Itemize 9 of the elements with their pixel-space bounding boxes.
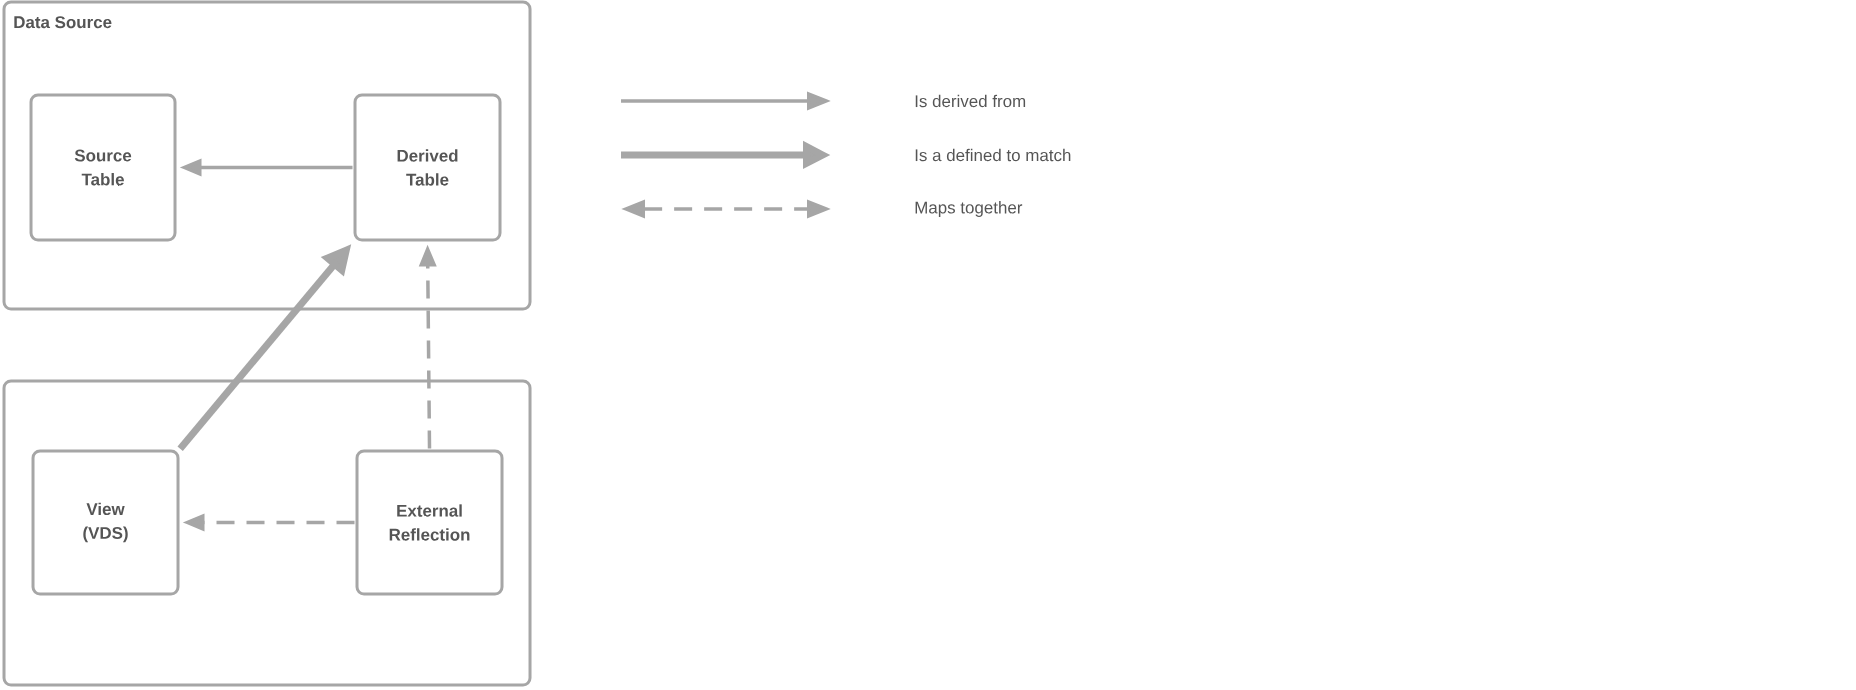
group-title: Data Source (14, 16, 112, 29)
process-box: Source Table (29, 93, 177, 242)
legend-label: Maps together (915, 201, 1023, 217)
process-box: External Reflection (355, 449, 504, 596)
process-box: Derived Table (353, 93, 502, 242)
legend-label: Is derived from (915, 94, 1026, 108)
legend-label: Is a defined to match (915, 148, 1071, 162)
process-box: View (VDS) (31, 449, 180, 596)
group-box (2, 379, 532, 687)
